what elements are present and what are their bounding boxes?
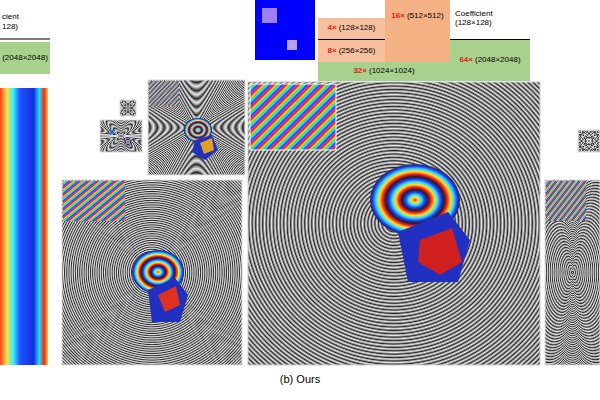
phase-patch [148,278,188,322]
phase-spot [124,138,132,146]
scale-factor: 8× [328,47,337,56]
scale-box: 8×(256×256) [318,40,385,62]
resolution-text: (256×256) [339,47,376,56]
phase-corner [63,181,125,221]
phase-map [100,120,142,152]
header-label: Coefficient (128×128) [455,9,513,27]
phase-patch [192,135,218,160]
block-patch [262,8,277,23]
scale-box: (2048×2048) [0,42,50,74]
block-icon [255,0,315,60]
resolution-text: (512×512) [407,12,444,21]
phase-map [120,100,136,116]
scale-factor: 32× [353,67,367,76]
phase-patch [200,138,214,154]
header-label: cient [2,12,48,21]
scale-box: 4×(128×128) [318,18,385,39]
phase-patch [398,212,470,282]
scale-box: 32×(1024×1024) [318,62,450,81]
phase-spot [109,129,115,135]
block-patch [287,40,297,50]
phase-corner [546,181,586,221]
figure-caption: (b) Ours [200,373,400,385]
resolution-text: (2048×2048) [2,54,48,63]
phase-map [248,82,540,365]
scale-factor: 16× [391,12,405,21]
rule-line [0,39,50,40]
phase-corner [250,84,336,150]
header-label: 128) [2,22,48,31]
phase-map [62,180,242,365]
resolution-text: (1024×1024) [369,67,415,76]
resolution-text: (128×128) [339,24,376,33]
phase-patch [158,286,180,312]
scale-factor: 4× [328,24,337,33]
resolution-text: (2048×2048) [475,56,521,65]
scale-factor: 64× [459,56,473,65]
phase-map [0,88,48,365]
phase-map [578,130,600,152]
scale-box: 16×(512×512) [385,0,450,62]
scale-box: 64×(2048×2048) [450,40,530,81]
phase-patch [418,228,462,275]
phase-corner [149,81,179,106]
phase-map [148,80,245,175]
phase-map [545,180,600,365]
